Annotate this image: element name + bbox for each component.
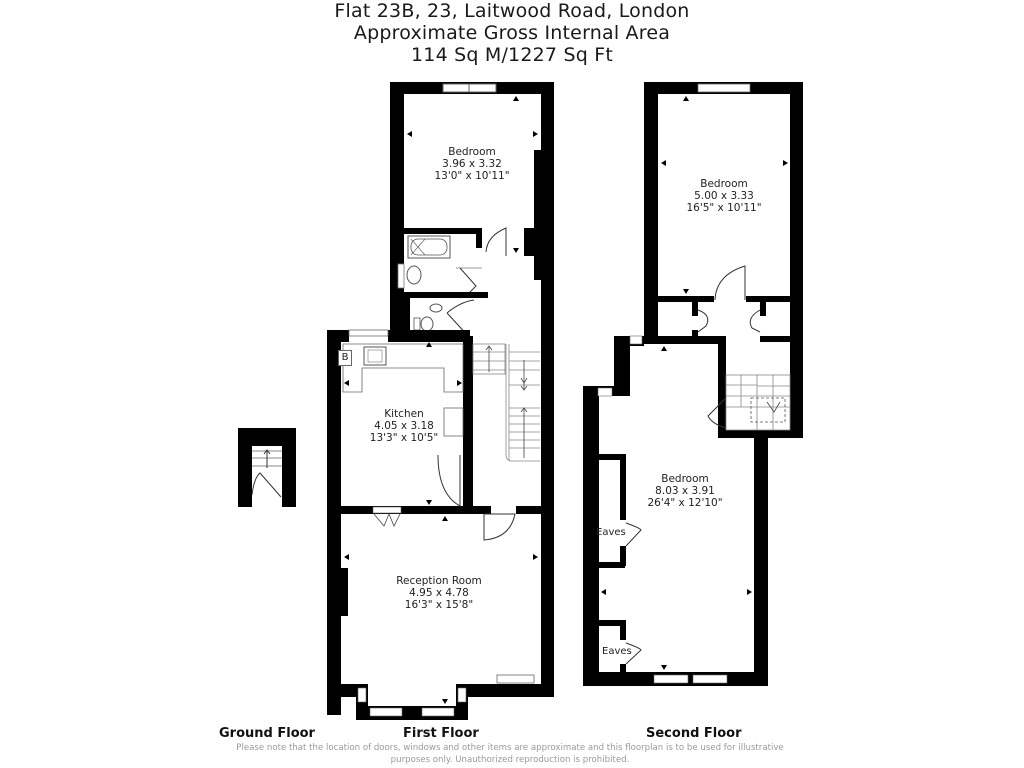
reception-room-label: Reception Room 4.95 x 4.78 16'3" x 15'8" [396, 575, 482, 611]
room-metric: 4.05 x 3.18 [374, 420, 434, 432]
first-floor-label: First Floor [403, 726, 479, 741]
first-floor-plan [327, 82, 554, 720]
second-floor-bedroom-2-label: Bedroom 8.03 x 3.91 26'4" x 12'10" [647, 473, 722, 509]
second-floor-plan [583, 82, 803, 686]
room-name: Kitchen [384, 408, 424, 420]
second-floor-label: Second Floor [646, 726, 742, 741]
room-metric: 8.03 x 3.91 [655, 485, 715, 497]
room-name: Bedroom [661, 473, 709, 485]
property-address: Flat 23B, 23, Laitwood Road, London [334, 0, 690, 22]
room-imperial: 16'5" x 10'11" [686, 202, 762, 214]
area-title: Approximate Gross Internal Area [353, 22, 671, 44]
second-floor-bedroom-1-label: Bedroom 5.00 x 3.33 16'5" x 10'11" [686, 178, 761, 214]
first-floor-bedroom-label: Bedroom 3.96 x 3.32 13'0" x 10'11" [434, 146, 509, 182]
area-value: 114 Sq M/1227 Sq Ft [411, 44, 613, 66]
disclaimer: Please note that the location of doors, … [200, 742, 820, 766]
disclaimer-line-2: purposes only. Unauthorized reproduction… [390, 755, 630, 765]
eaves-label-upper: Eaves [596, 527, 626, 538]
room-imperial: 13'0" x 10'11" [434, 170, 510, 182]
room-metric: 5.00 x 3.33 [694, 190, 754, 202]
room-name: Bedroom [448, 146, 496, 158]
room-imperial: 26'4" x 12'10" [647, 497, 723, 509]
kitchen-label: Kitchen 4.05 x 3.18 13'3" x 10'5" [370, 408, 438, 444]
room-name: Bedroom [700, 178, 748, 190]
room-metric: 3.96 x 3.32 [442, 158, 502, 170]
disclaimer-line-1: Please note that the location of doors, … [236, 743, 784, 753]
room-name: Reception Room [396, 575, 482, 587]
room-imperial: 16'3" x 15'8" [404, 599, 474, 611]
ground-floor-plan [238, 428, 296, 507]
room-imperial: 13'3" x 10'5" [369, 432, 439, 444]
boiler-marker: B [338, 350, 352, 366]
ground-floor-label: Ground Floor [219, 726, 315, 741]
room-metric: 4.95 x 4.78 [409, 587, 469, 599]
eaves-label-lower: Eaves [602, 646, 632, 657]
